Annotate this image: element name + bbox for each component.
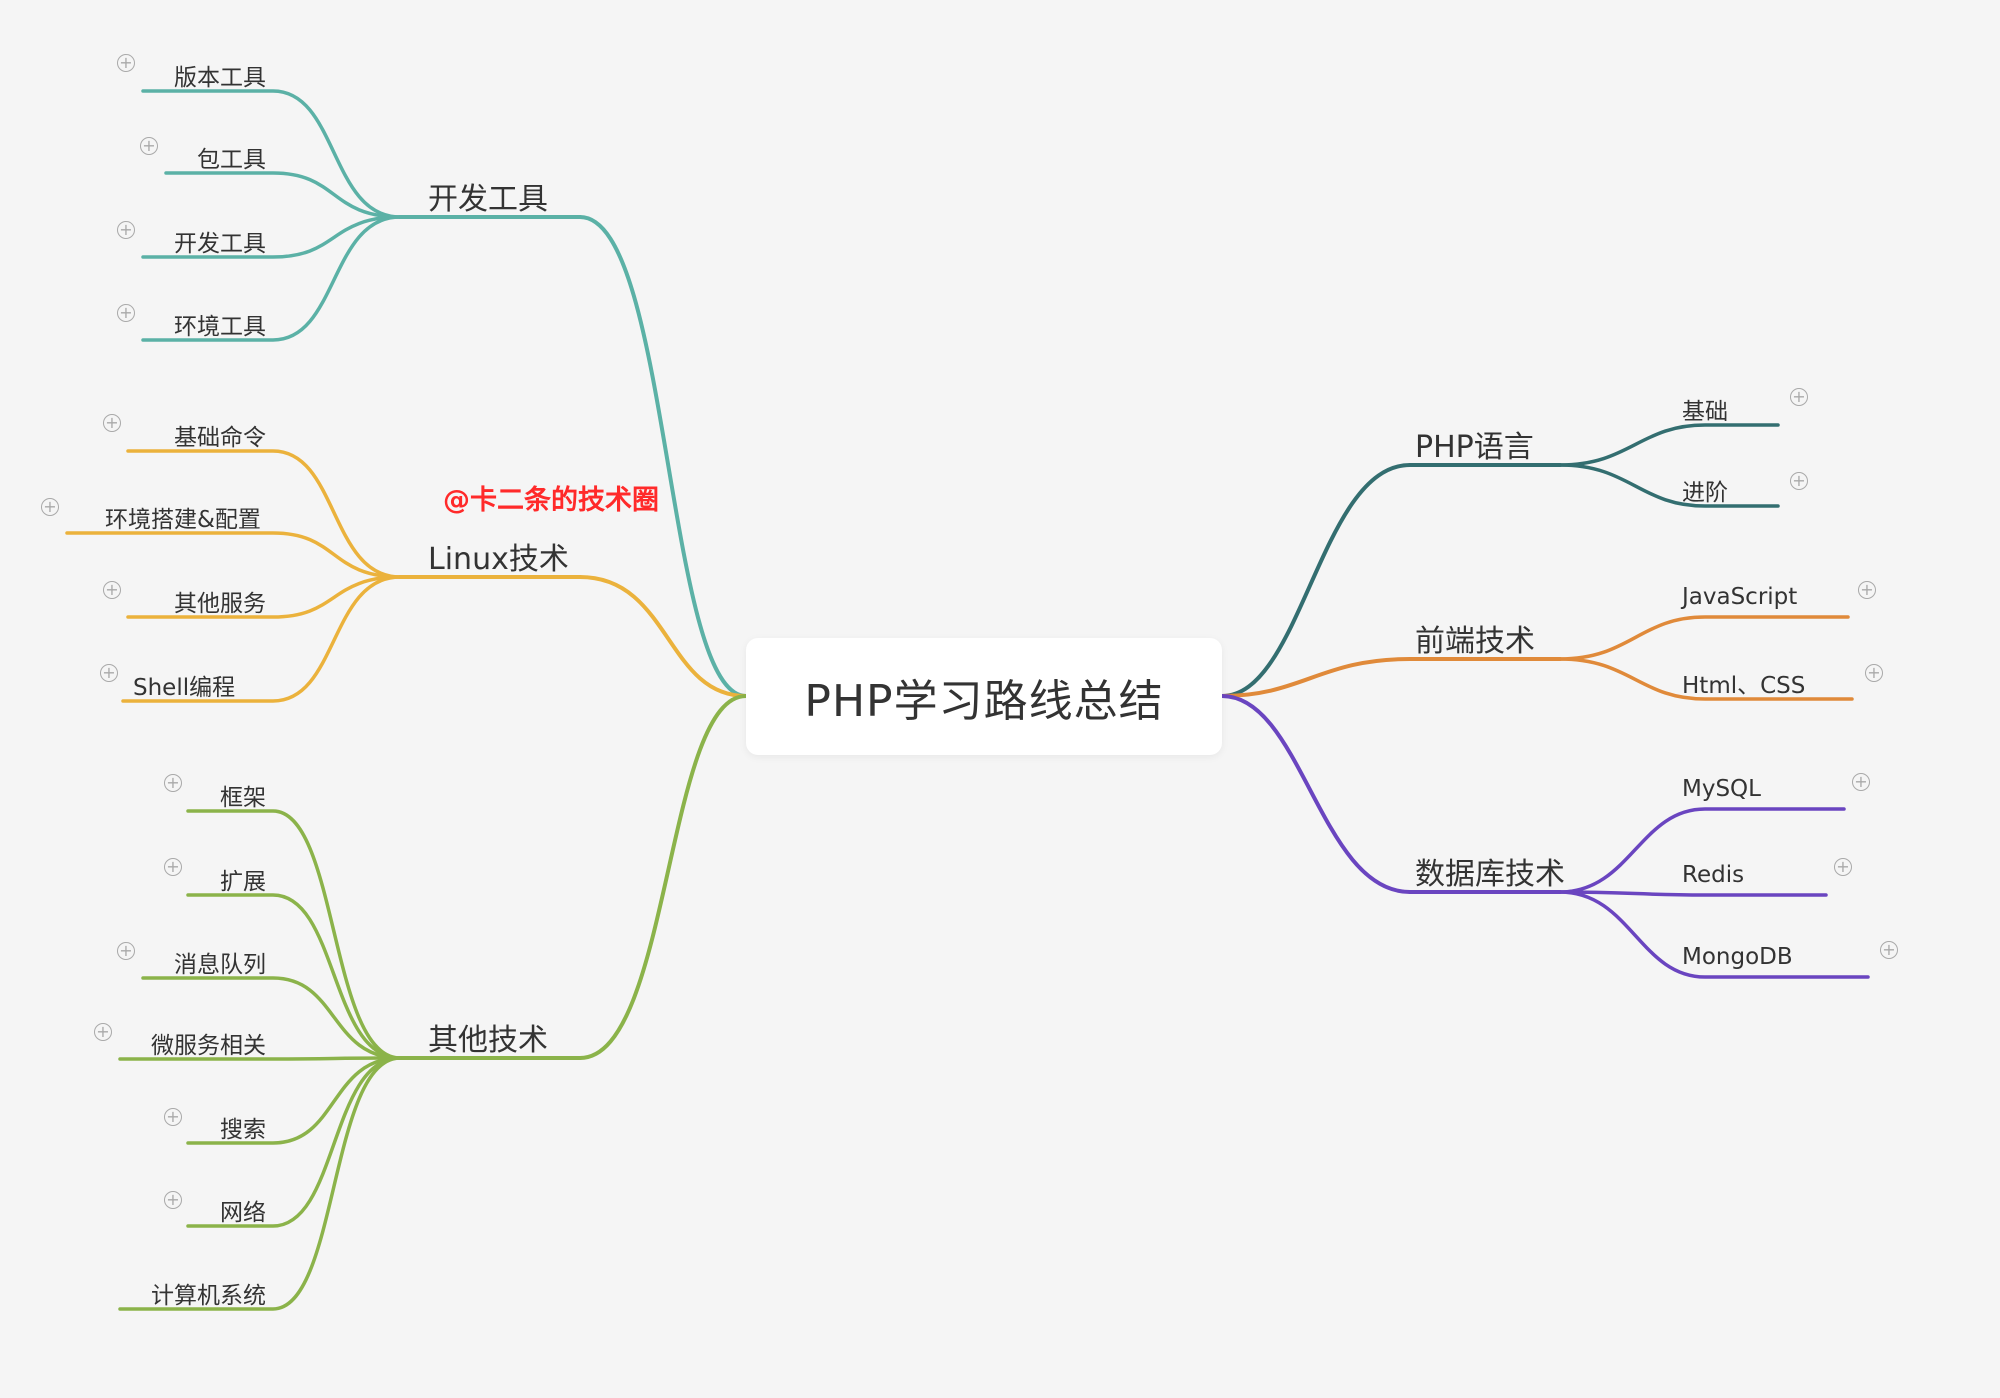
leaf-label[interactable]: 基础 <box>1682 399 1728 425</box>
leaf-label[interactable]: 网络 <box>220 1200 266 1226</box>
expand-plus-icon[interactable]: + <box>117 54 135 72</box>
expand-plus-icon[interactable]: + <box>164 1108 182 1126</box>
expand-plus-icon[interactable]: + <box>1880 941 1898 959</box>
expand-plus-icon[interactable]: + <box>1865 664 1883 682</box>
leaf-label[interactable]: 环境搭建&配置 <box>105 507 261 533</box>
branch-connector <box>1220 694 1412 894</box>
branch-label[interactable]: 其他技术 <box>428 1023 548 1058</box>
leaf-connector <box>126 449 402 579</box>
leaf-label[interactable]: Shell编程 <box>133 675 236 701</box>
watermark-text: @卡二条的技术圈 <box>443 485 659 516</box>
leaf-connector <box>1558 657 1854 701</box>
leaf-label[interactable]: 版本工具 <box>174 65 266 91</box>
leaf-label[interactable]: 其他服务 <box>174 591 266 617</box>
leaf-label[interactable]: MongoDB <box>1682 944 1793 970</box>
leaf-connector <box>141 976 402 1060</box>
expand-plus-icon[interactable]: + <box>117 942 135 960</box>
expand-plus-icon[interactable]: + <box>1790 472 1808 490</box>
branch-connector <box>1220 657 1412 698</box>
leaf-connector <box>141 89 402 219</box>
leaf-connector <box>186 893 402 1060</box>
leaf-label[interactable]: 搜索 <box>220 1117 266 1143</box>
leaf-connector <box>1558 615 1850 661</box>
expand-plus-icon[interactable]: + <box>103 581 121 599</box>
leaf-connector <box>121 575 402 703</box>
branch-label[interactable]: Linux技术 <box>428 542 569 577</box>
expand-plus-icon[interactable]: + <box>1858 581 1876 599</box>
expand-plus-icon[interactable]: + <box>100 664 118 682</box>
expand-plus-icon[interactable]: + <box>164 1191 182 1209</box>
leaf-label[interactable]: 包工具 <box>197 147 266 173</box>
leaf-connector <box>141 215 402 259</box>
branch-label[interactable]: 数据库技术 <box>1415 857 1565 892</box>
leaf-label[interactable]: 扩展 <box>220 869 266 895</box>
expand-plus-icon[interactable]: + <box>140 137 158 155</box>
expand-plus-icon[interactable]: + <box>1852 773 1870 791</box>
leaf-label[interactable]: 进阶 <box>1682 480 1728 506</box>
expand-plus-icon[interactable]: + <box>41 498 59 516</box>
leaf-label[interactable]: 基础命令 <box>174 425 266 451</box>
leaf-label[interactable]: 框架 <box>220 785 266 811</box>
leaf-label[interactable]: JavaScript <box>1682 584 1798 610</box>
branch-connector <box>578 215 748 698</box>
expand-plus-icon[interactable]: + <box>103 414 121 432</box>
leaf-connector <box>186 809 402 1060</box>
leaf-label[interactable]: 计算机系统 <box>151 1283 266 1309</box>
leaf-connector <box>186 1056 402 1228</box>
branch-connector <box>578 575 748 698</box>
expand-plus-icon[interactable]: + <box>164 774 182 792</box>
branch-label[interactable]: 前端技术 <box>1415 624 1535 659</box>
expand-plus-icon[interactable]: + <box>117 304 135 322</box>
root-node[interactable]: PHP学习路线总结 <box>746 638 1222 755</box>
branch-label[interactable]: PHP语言 <box>1415 430 1534 465</box>
leaf-connector <box>186 1056 402 1145</box>
leaf-label[interactable]: 微服务相关 <box>151 1033 266 1059</box>
leaf-connector <box>164 171 402 219</box>
leaf-connector <box>126 575 402 619</box>
leaf-label[interactable]: MySQL <box>1682 776 1761 802</box>
leaf-connector <box>141 215 402 342</box>
leaf-label[interactable]: 环境工具 <box>174 314 266 340</box>
expand-plus-icon[interactable]: + <box>164 858 182 876</box>
expand-plus-icon[interactable]: + <box>1790 388 1808 406</box>
expand-plus-icon[interactable]: + <box>117 221 135 239</box>
leaf-connector <box>1558 807 1846 894</box>
branch-label[interactable]: 开发工具 <box>428 182 548 217</box>
leaf-connector <box>1558 463 1780 508</box>
root-node-title: PHP学习路线总结 <box>804 675 1164 727</box>
leaf-connector <box>1558 890 1828 897</box>
leaf-connector <box>65 531 402 579</box>
branch-connector <box>578 694 748 1060</box>
branch-connector <box>1220 463 1412 698</box>
leaf-label[interactable]: Redis <box>1682 862 1745 888</box>
expand-plus-icon[interactable]: + <box>1834 858 1852 876</box>
expand-plus-icon[interactable]: + <box>94 1023 112 1041</box>
leaf-label[interactable]: 开发工具 <box>174 231 266 257</box>
leaf-connector <box>1558 423 1780 467</box>
leaf-label[interactable]: Html、CSS <box>1682 673 1806 699</box>
leaf-connector <box>1558 890 1870 979</box>
leaf-connector <box>118 1056 402 1061</box>
leaf-connector <box>118 1056 402 1311</box>
leaf-label[interactable]: 消息队列 <box>174 952 266 978</box>
